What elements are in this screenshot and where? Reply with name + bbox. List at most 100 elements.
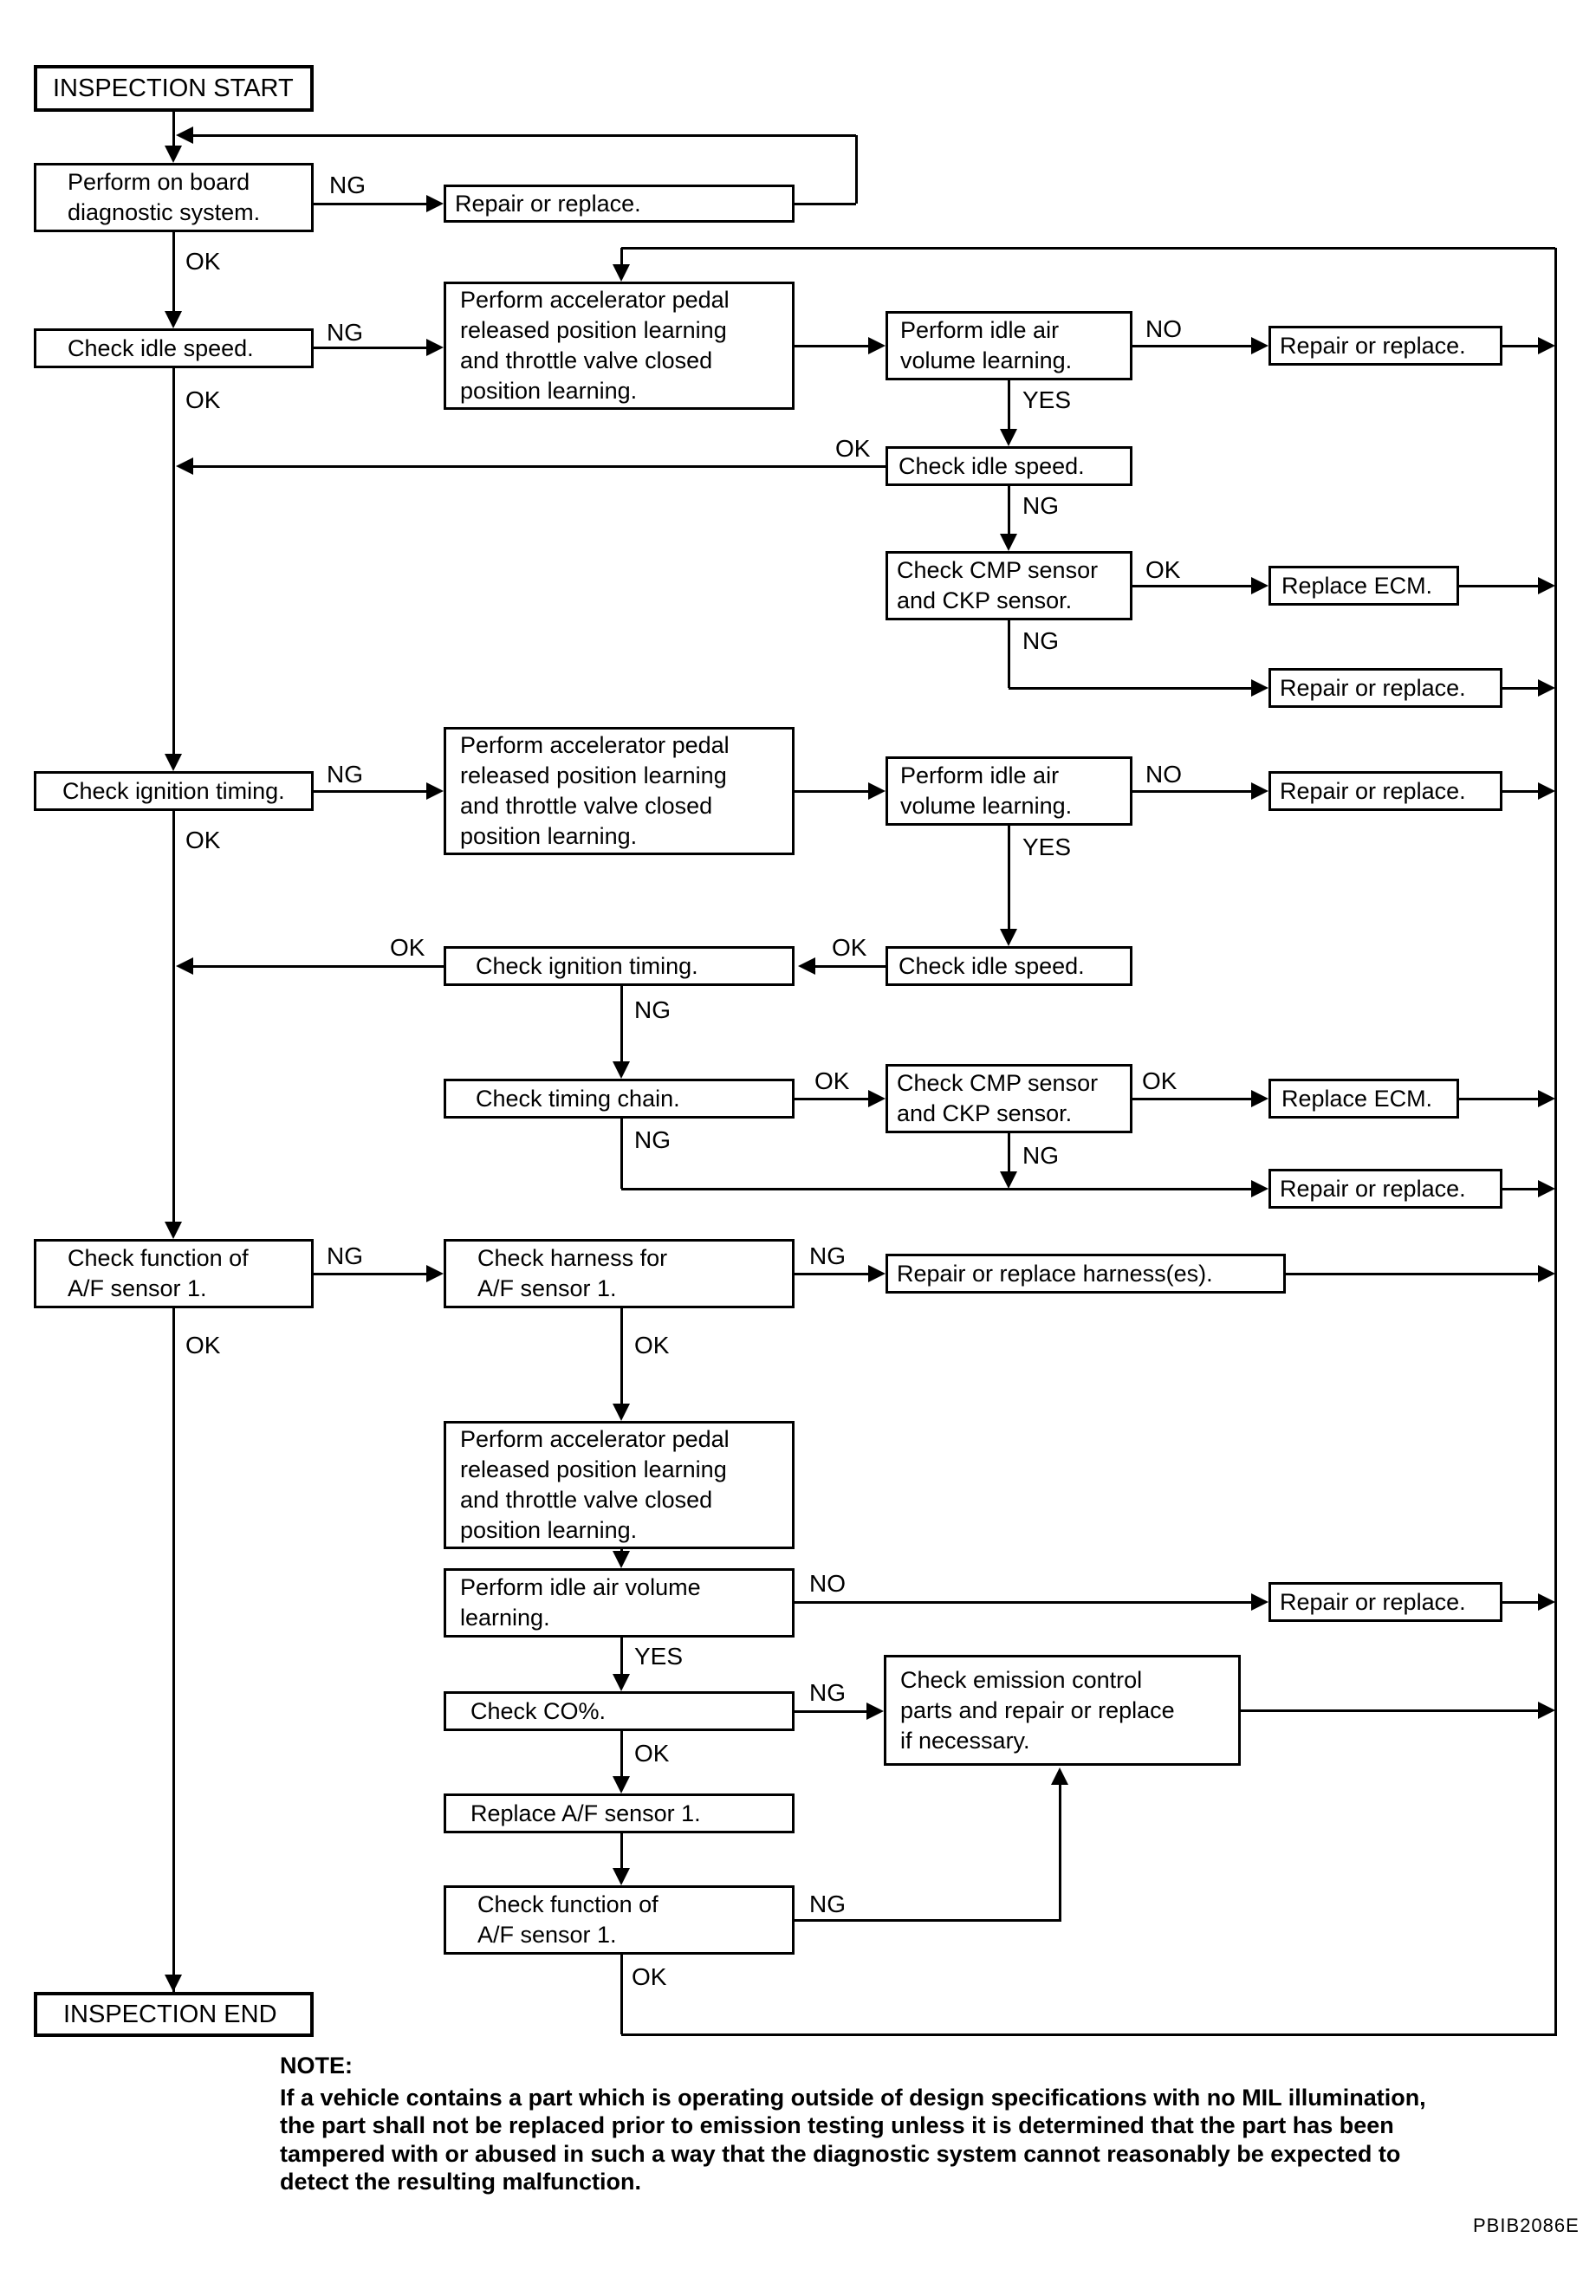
connector-line bbox=[172, 112, 175, 147]
connector-line bbox=[620, 1833, 623, 1870]
note-line: detect the resulting malfunction. bbox=[280, 2169, 642, 2195]
connector-line bbox=[795, 345, 870, 347]
arrowhead-down-icon bbox=[165, 1222, 182, 1239]
connector-line bbox=[1241, 1709, 1540, 1712]
arrowhead-down-icon bbox=[613, 1551, 630, 1568]
connector-line bbox=[192, 465, 886, 468]
edge-label-ok: OK bbox=[630, 1963, 669, 1991]
note-line: tampered with or abused in such a way th… bbox=[280, 2140, 1401, 2167]
note-title: NOTE: bbox=[280, 2053, 353, 2079]
arrowhead-right-icon bbox=[1538, 1180, 1555, 1197]
connector-line bbox=[795, 1273, 870, 1275]
edge-label-ok: OK bbox=[1144, 556, 1183, 584]
edge-label-ng: NG bbox=[325, 1242, 365, 1270]
box-accel-pedal-learning-2: Perform accelerator pedal released posit… bbox=[444, 727, 795, 855]
edge-label-ng: NG bbox=[1021, 1142, 1061, 1170]
note-line: the part shall not be replaced prior to … bbox=[280, 2112, 1394, 2138]
connector-line bbox=[1008, 620, 1010, 688]
arrowhead-right-icon bbox=[868, 337, 886, 354]
arrowhead-down-icon bbox=[165, 1975, 182, 1992]
edge-label-ng: NG bbox=[808, 1679, 847, 1707]
box-check-idle-speed-2: Check idle speed. bbox=[886, 446, 1132, 486]
arrowhead-down-icon bbox=[613, 1404, 630, 1421]
connector-line bbox=[1008, 826, 1010, 931]
connector-line bbox=[1502, 687, 1540, 690]
box-replace-ecm-2: Replace ECM. bbox=[1268, 1079, 1459, 1119]
edge-label-ng: NG bbox=[1021, 492, 1061, 520]
box-repair-or-replace-1: Repair or replace. bbox=[444, 185, 795, 223]
arrowhead-right-icon bbox=[1538, 337, 1555, 354]
arrowhead-right-icon bbox=[1538, 1090, 1555, 1107]
arrowhead-right-icon bbox=[426, 195, 444, 212]
edge-label-ok: OK bbox=[813, 1067, 852, 1095]
connector-line bbox=[1132, 1098, 1253, 1100]
connector-line bbox=[1502, 790, 1540, 793]
arrowhead-down-icon bbox=[613, 1061, 630, 1079]
arrowhead-down-icon bbox=[1000, 1171, 1017, 1189]
box-repair-harness: Repair or replace harness(es). bbox=[886, 1254, 1286, 1294]
box-check-af-function-1: Check function of A/F sensor 1. bbox=[34, 1239, 314, 1308]
connector-line bbox=[1502, 1601, 1540, 1604]
edge-label-yes: YES bbox=[1021, 386, 1074, 414]
box-check-idle-speed-1: Check idle speed. bbox=[34, 328, 314, 368]
connector-line bbox=[620, 1308, 623, 1405]
box-check-cmp-ckp-2: Check CMP sensor and CKP sensor. bbox=[886, 1064, 1132, 1133]
edge-label-ok: OK bbox=[388, 934, 427, 962]
edge-label-ok: OK bbox=[1140, 1067, 1179, 1095]
arrowhead-right-icon bbox=[1251, 1090, 1268, 1107]
connector-line bbox=[172, 1308, 175, 1994]
arrowhead-right-icon bbox=[1538, 1265, 1555, 1282]
connector-line bbox=[1008, 486, 1010, 535]
connector-line bbox=[855, 135, 858, 204]
edge-label-ng: NG bbox=[808, 1891, 847, 1918]
edge-label-ng: NG bbox=[633, 996, 672, 1024]
arrowhead-down-icon bbox=[613, 1868, 630, 1885]
arrowhead-right-icon bbox=[1538, 1593, 1555, 1611]
connector-line bbox=[172, 368, 175, 756]
edge-label-no: NO bbox=[1144, 761, 1184, 788]
connector-line bbox=[314, 1273, 428, 1275]
connector-line bbox=[172, 811, 175, 1223]
arrowhead-down-icon bbox=[613, 1674, 630, 1691]
edge-label-ok: OK bbox=[184, 386, 223, 414]
arrowhead-right-icon bbox=[1251, 1180, 1268, 1197]
arrowhead-right-icon bbox=[868, 1090, 886, 1107]
edge-label-yes: YES bbox=[1021, 833, 1074, 861]
edge-label-ok: OK bbox=[834, 435, 873, 463]
connector-line bbox=[1459, 1098, 1540, 1100]
box-check-ignition-timing-1: Check ignition timing. bbox=[34, 771, 314, 811]
box-check-idle-speed-3: Check idle speed. bbox=[886, 946, 1132, 986]
note-block: NOTE: If a vehicle contains a part which… bbox=[280, 2052, 1554, 2196]
connector-line bbox=[1059, 1783, 1061, 1920]
arrowhead-up-icon bbox=[1051, 1767, 1068, 1785]
arrowhead-right-icon bbox=[866, 1703, 884, 1720]
connector-line bbox=[815, 965, 886, 968]
arrowhead-right-icon bbox=[1538, 782, 1555, 800]
connector-line bbox=[795, 790, 870, 793]
arrowhead-right-icon bbox=[1251, 1593, 1268, 1611]
note-line: If a vehicle contains a part which is op… bbox=[280, 2084, 1426, 2111]
arrowhead-right-icon bbox=[868, 1265, 886, 1282]
connector-line bbox=[1459, 585, 1540, 587]
arrowhead-left-icon bbox=[176, 957, 193, 975]
connector-line bbox=[620, 986, 623, 1063]
arrowhead-right-icon bbox=[1538, 1702, 1555, 1719]
connector-line bbox=[620, 1955, 623, 2034]
box-replace-ecm-1: Replace ECM. bbox=[1268, 566, 1459, 606]
box-accel-pedal-learning-3: Perform accelerator pedal released posit… bbox=[444, 1421, 795, 1549]
arrowhead-right-icon bbox=[426, 1265, 444, 1282]
box-check-co-percent: Check CO%. bbox=[444, 1691, 795, 1731]
connector-line bbox=[621, 247, 1555, 250]
arrowhead-down-icon bbox=[1000, 534, 1017, 551]
arrowhead-right-icon bbox=[426, 339, 444, 356]
connector-line bbox=[620, 1119, 623, 1189]
arrowhead-right-icon bbox=[1251, 782, 1268, 800]
box-check-af-function-2: Check function of A/F sensor 1. bbox=[444, 1885, 795, 1955]
arrowhead-down-icon bbox=[165, 754, 182, 771]
edge-label-ok: OK bbox=[184, 827, 223, 854]
connector-line bbox=[1502, 1188, 1540, 1190]
arrowhead-right-icon bbox=[1251, 337, 1268, 354]
arrowhead-right-icon bbox=[426, 782, 444, 800]
connector-line bbox=[1132, 790, 1253, 793]
